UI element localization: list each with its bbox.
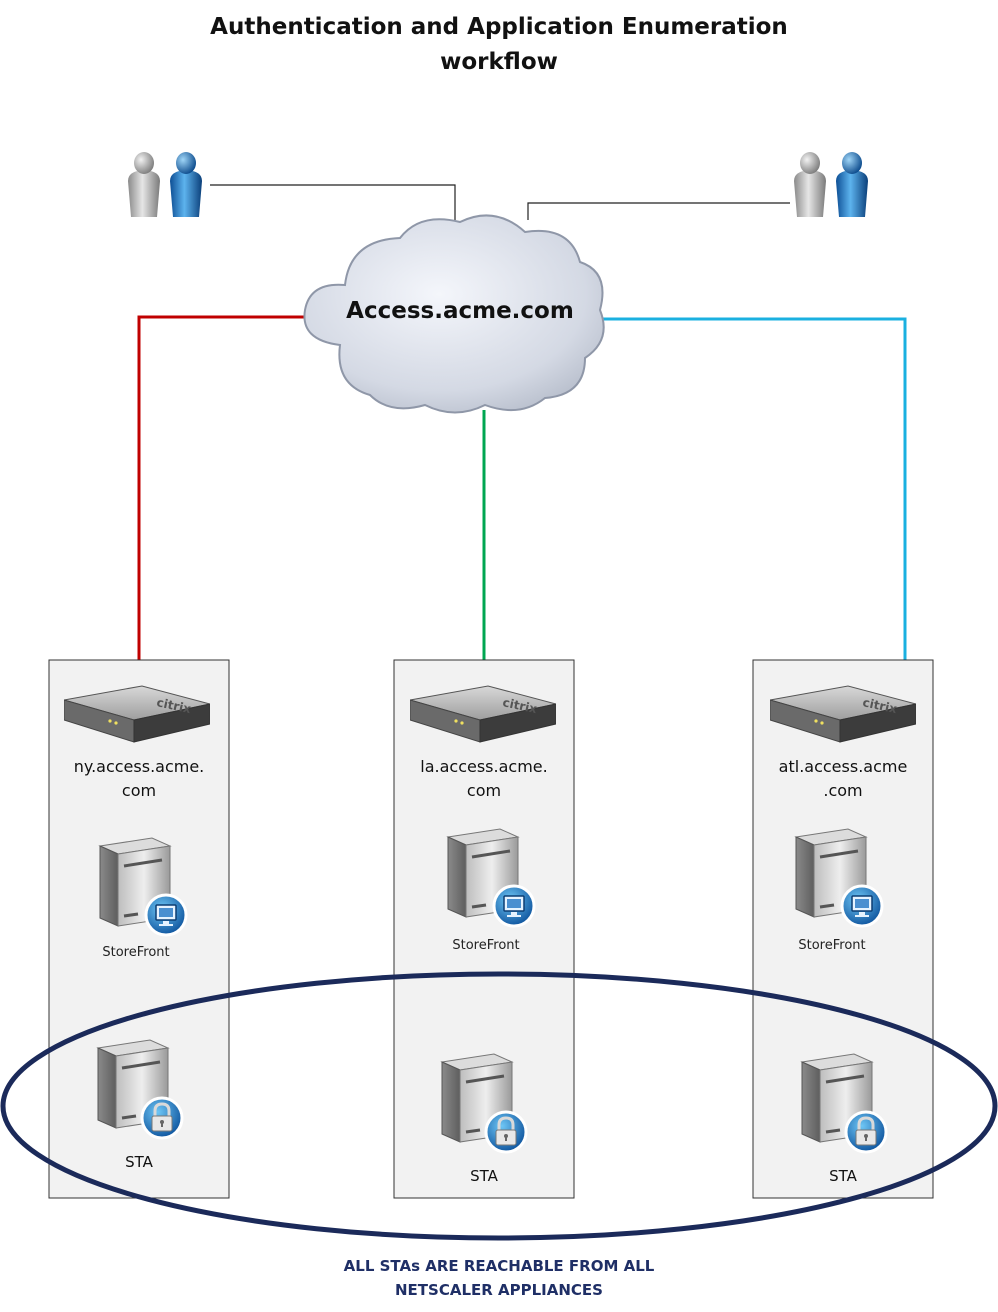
atl-site-link (602, 317, 907, 662)
monitor-badge-icon (840, 884, 884, 928)
user-group-right-icon (794, 152, 868, 217)
atl-sta-label: STA (829, 1167, 857, 1185)
cloud-label: Access.acme.com (346, 298, 574, 324)
footer-note-line2: NETSCALER APPLIANCES (395, 1281, 603, 1299)
ny-site-link (137, 315, 305, 662)
ny-fqdn-line1: ny.access.acme. (73, 757, 205, 776)
ny-sta-label: STA (125, 1153, 153, 1171)
monitor-badge-icon (144, 893, 188, 937)
la-sta-label: STA (470, 1167, 498, 1185)
footer-note-line1: ALL STAs ARE REACHABLE FROM ALL (343, 1257, 655, 1275)
sta-group-ellipse (0, 971, 998, 1241)
atl-fqdn-line2: .com (823, 781, 863, 800)
atl-storefront-label: StoreFront (798, 938, 866, 953)
user-right-link (527, 202, 790, 220)
lock-badge-icon (844, 1110, 888, 1154)
diagram-title-line1: Authentication and Application Enumerati… (210, 14, 788, 40)
monitor-badge-icon (492, 884, 536, 928)
user-group-left-icon (128, 152, 202, 217)
lock-badge-icon (140, 1096, 184, 1140)
la-storefront-label: StoreFront (452, 938, 520, 953)
la-fqdn-line1: la.access.acme. (420, 757, 548, 776)
atl-fqdn-line1: atl.access.acme (778, 757, 908, 776)
lock-badge-icon (484, 1110, 528, 1154)
user-left-link (210, 184, 456, 220)
ny-fqdn-line2: com (121, 781, 157, 800)
la-fqdn-line2: com (466, 781, 502, 800)
ny-storefront-label: StoreFront (102, 945, 170, 960)
cloud-icon (303, 214, 605, 414)
diagram-title-line2: workflow (440, 49, 558, 75)
